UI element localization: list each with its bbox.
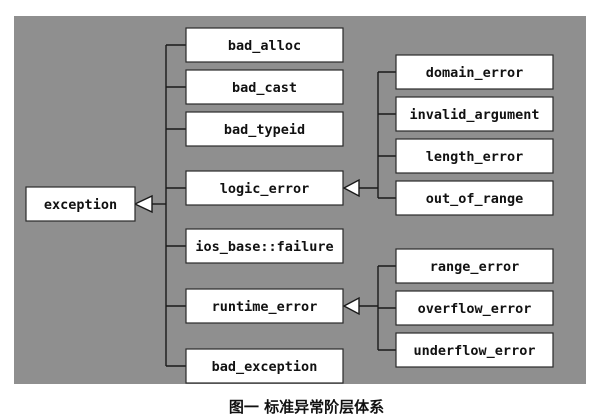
node-range-error: range_error bbox=[395, 248, 554, 284]
node-runtime-error: runtime_error bbox=[185, 288, 344, 324]
node-overflow-error: overflow_error bbox=[395, 290, 554, 326]
node-length-error: length_error bbox=[395, 138, 554, 174]
node-logic-error: logic_error bbox=[185, 170, 344, 206]
node-domain-error: domain_error bbox=[395, 54, 554, 90]
node-label: length_error bbox=[426, 149, 524, 165]
inheritance-arrow-exception bbox=[133, 194, 153, 214]
node-label: runtime_error bbox=[212, 299, 318, 315]
node-label: bad_alloc bbox=[228, 38, 301, 54]
inheritance-arrow-logic-error bbox=[342, 178, 360, 198]
node-label: range_error bbox=[430, 259, 519, 275]
node-invalid-argument: invalid_argument bbox=[395, 96, 554, 132]
node-label: bad_typeid bbox=[224, 122, 305, 138]
node-exception: exception bbox=[25, 186, 136, 222]
node-ios-base-failure: ios_base::failure bbox=[185, 228, 344, 264]
inheritance-arrow-runtime-error bbox=[342, 296, 360, 316]
node-label: ios_base::failure bbox=[195, 239, 333, 255]
node-label: out_of_range bbox=[426, 191, 524, 207]
node-label: logic_error bbox=[220, 181, 309, 197]
node-label: bad_cast bbox=[232, 80, 297, 96]
node-out-of-range: out_of_range bbox=[395, 180, 554, 216]
node-label: domain_error bbox=[426, 65, 524, 81]
node-underflow-error: underflow_error bbox=[395, 332, 554, 368]
node-label: underflow_error bbox=[414, 343, 536, 359]
node-bad-exception: bad_exception bbox=[185, 348, 344, 384]
figure-caption: 图一 标准异常阶层体系 bbox=[228, 398, 385, 416]
node-label: exception bbox=[44, 197, 117, 213]
node-label: invalid_argument bbox=[409, 107, 539, 123]
node-bad-alloc: bad_alloc bbox=[185, 27, 344, 63]
node-bad-typeid: bad_typeid bbox=[185, 111, 344, 147]
node-label: bad_exception bbox=[212, 359, 318, 375]
connectors bbox=[152, 44, 396, 367]
node-label: overflow_error bbox=[418, 301, 532, 317]
node-bad-cast: bad_cast bbox=[185, 69, 344, 105]
